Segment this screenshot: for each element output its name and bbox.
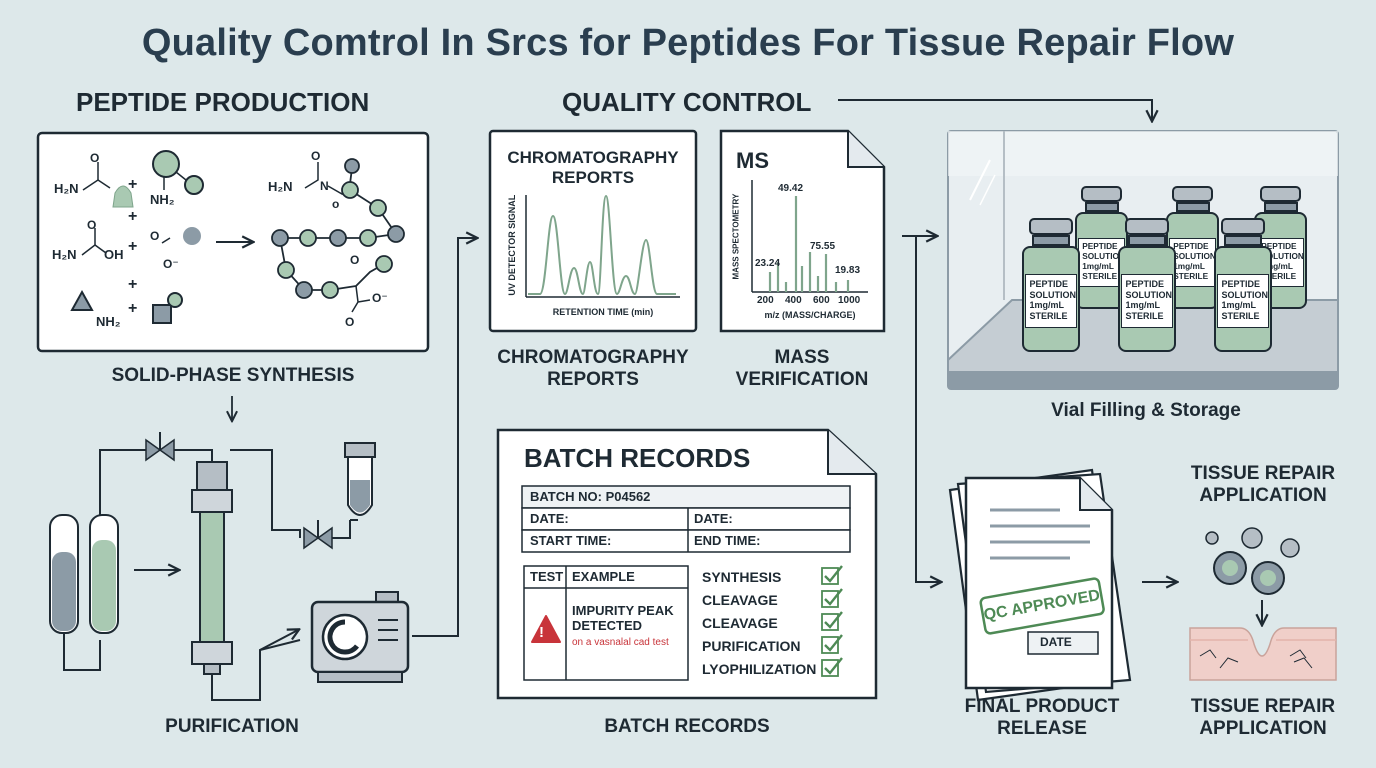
ms-peak-label: 49.42 [778, 183, 804, 194]
vial-label-text: PEPTIDE SOLUTION 1mg/mL STERILE [1221, 279, 1268, 322]
qc-step: LYOPHILIZATION [702, 661, 817, 677]
tissue-bottom-caption: TISSUE REPAIR APPLICATION [1190, 696, 1336, 739]
release-documents [948, 468, 1132, 702]
ms-x-axis: m/z (MASS/CHARGE) [764, 310, 856, 320]
alert-title: IMPURITY PEAK DETECTED [572, 603, 674, 633]
batch-date-2: DATE: [694, 511, 733, 526]
vial-label: PEPTIDE SOLUTION 1mg/mL STERILE [1217, 274, 1269, 328]
chromatography-doc-title: CHROMATOGRAPHY REPORTS [507, 148, 679, 187]
vial-cap [1124, 218, 1170, 236]
oxygen-label: O [350, 253, 360, 267]
qc-step: CLEAVAGE [702, 615, 778, 631]
vial-cap [1220, 218, 1266, 236]
vial-caption: Vial Filling & Storage [1051, 400, 1241, 421]
oxygen-label: O [90, 151, 100, 165]
vial-cap [1081, 186, 1122, 203]
synthesis-caption: SOLID-PHASE SYNTHESIS [111, 365, 355, 386]
batch-end-time: END TIME: [694, 533, 761, 548]
ms-x-tick: 400 [785, 295, 802, 306]
vial-label: PEPTIDE SOLUTION 1mg/mL STERILE [1121, 274, 1173, 328]
qc-step: PURIFICATION [702, 638, 801, 654]
chromatography-caption: CHROMATOGRAPHY REPORTS [497, 347, 689, 390]
batch-number: BATCH NO: P04562 [530, 489, 651, 504]
alert-note: on a vasnalal cad test [572, 637, 669, 648]
vial-cap [1172, 186, 1213, 203]
vial-neck [1175, 202, 1210, 212]
tissue-illustration [1189, 527, 1337, 681]
oxygen-label: O [87, 218, 97, 232]
plus-sign: + [128, 276, 138, 293]
batch-records [496, 428, 878, 700]
batch-test-header: TEST [530, 569, 564, 584]
ms-doc-title: MS [736, 148, 769, 173]
amine-label: H₂N [52, 247, 77, 262]
amine-label: H₂N [268, 179, 293, 194]
ms-caption: MASS VERIFICATION [735, 347, 869, 390]
oxygen-label: O [345, 315, 355, 329]
vial: PEPTIDE SOLUTION 1mg/mL STERILE [1214, 218, 1272, 352]
vial-label-text: PEPTIDE SOLUTION 1mg/mL STERILE [1082, 242, 1125, 281]
chromatography-y-axis: UV DETECTOR SIGNAL [506, 194, 517, 296]
vial-neck [1263, 202, 1298, 212]
qc-step: SYNTHESIS [702, 569, 782, 585]
amine-side-label: NH₂ [150, 192, 175, 207]
vial-label-text: PEPTIDE SOLUTION 1mg/mL STERILE [1173, 242, 1216, 281]
qc-step: CLEAVAGE [702, 592, 778, 608]
vial: PEPTIDE SOLUTION 1mg/mL STERILE [1118, 218, 1176, 352]
ms-peak-label: 19.83 [835, 265, 861, 276]
ms-peak-label: 23.24 [755, 258, 781, 269]
vial-cap [1260, 186, 1301, 203]
section-qc-title: QUALITY CONTROL [562, 87, 812, 117]
oxygen-label: O [150, 229, 160, 243]
vial-neck [1224, 235, 1262, 247]
vial-label-text: PEPTIDE SOLUTION 1mg/mL STERILE [1125, 279, 1172, 322]
hydroxyl-label: OH [104, 247, 124, 262]
release-date-field: DATE [1040, 635, 1072, 649]
ms-x-tick: 1000 [838, 295, 861, 306]
ms-x-tick: 600 [813, 295, 830, 306]
diagram-title: Quality Comtrol In Srcs for Peptides For… [141, 22, 1235, 64]
oxygen-label: o [332, 197, 340, 211]
batch-start-time: START TIME: [530, 533, 612, 548]
chromatography-x-axis: RETENTION TIME (min) [552, 307, 654, 317]
plus-sign: + [128, 300, 138, 317]
vial-label: PEPTIDE SOLUTION 1mg/mL STERILE [1169, 237, 1217, 288]
carboxylate-label: O⁻ [163, 257, 179, 271]
vial: PEPTIDE SOLUTION 1mg/mL STERILE [1022, 218, 1080, 352]
synthesis-panel [36, 131, 430, 353]
vial-label-text: PEPTIDE SOLUTION 1mg/mL STERILE [1029, 279, 1076, 322]
tissue-top-caption: TISSUE REPAIR APPLICATION [1190, 463, 1336, 506]
vial-neck [1128, 235, 1166, 247]
batch-date-1: DATE: [530, 511, 569, 526]
plus-sign: + [128, 176, 138, 193]
amine-label: H₂N [54, 181, 79, 196]
release-caption: FINAL PRODUCT RELEASE [964, 696, 1120, 739]
vial-cap [1028, 218, 1074, 236]
section-production-title: PEPTIDE PRODUCTION [76, 87, 370, 117]
batch-example-header: EXAMPLE [572, 569, 635, 584]
vial-label: PEPTIDE SOLUTION 1mg/mL STERILE [1025, 274, 1077, 328]
ms-x-tick: 200 [757, 295, 774, 306]
ms-peak-label: 75.55 [810, 241, 836, 252]
purification-caption: PURIFICATION [165, 716, 299, 737]
ms-report [719, 129, 886, 333]
chromatography-report [488, 129, 698, 333]
batch-doc-title: BATCH RECORDS [524, 443, 751, 473]
carboxylate-label: O⁻ [372, 291, 388, 305]
plus-sign: + [128, 208, 138, 225]
vial-neck [1084, 202, 1119, 212]
batch-caption: BATCH RECORDS [604, 716, 770, 737]
nitrogen-label: N [320, 179, 329, 193]
plus-sign: + [128, 238, 138, 255]
vial-neck [1032, 235, 1070, 247]
oxygen-label: O [311, 149, 321, 163]
ms-y-axis: MASS SPECTOMETRY [731, 193, 741, 280]
vial-label: PEPTIDE SOLUTION 1mg/mL STERILE [1078, 237, 1126, 288]
amine-side-label: NH₂ [96, 314, 121, 329]
alert-icon: ! [539, 624, 544, 641]
vial-label-text: PEPTIDE SOLUTION 1mg/mL STERILE [1261, 242, 1304, 281]
purification-apparatus [49, 432, 410, 701]
